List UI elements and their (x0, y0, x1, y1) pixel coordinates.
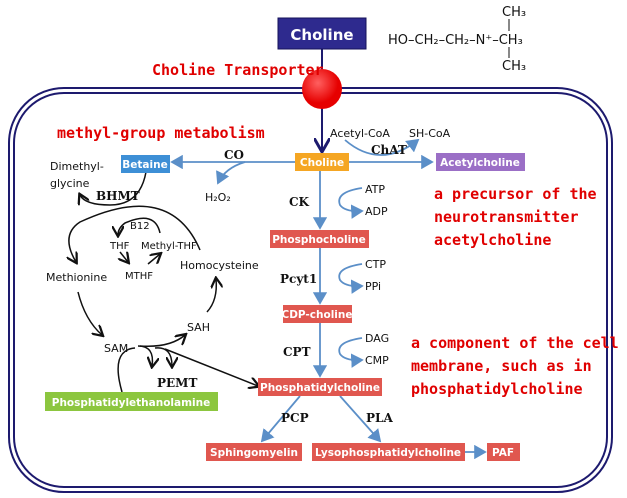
phosphatidylethanolamine-label: Phosphatidylethanolamine (52, 397, 211, 409)
phosphatidylcholine-box (258, 378, 382, 396)
dag: DAG (365, 332, 389, 345)
paf-box (487, 443, 520, 461)
phosphatidylcholine-label: Phosphatidylcholine (260, 382, 380, 394)
enzyme-pcyt1: Pcyt1 (280, 272, 317, 286)
methyl-group-title: methyl-group metabolism (57, 124, 265, 142)
methionine: Methionine (46, 271, 107, 284)
cdp-choline-box (283, 305, 352, 323)
ach-annotation-line1: a precursor of the (434, 185, 597, 203)
sh-coa: SH-CoA (409, 127, 451, 140)
sam: SAM (104, 342, 128, 355)
acetylcholine-box (436, 153, 525, 171)
acetylcholine-label: Acetylcholine (440, 157, 520, 169)
acetyl-coa: Acetyl-CoA (330, 127, 390, 140)
b12: B12 (130, 221, 150, 232)
choline-box-label: Choline (300, 157, 344, 169)
ctp: CTP (365, 258, 386, 271)
cmp: CMP (365, 354, 389, 367)
thf: THF (109, 241, 130, 252)
ach-annotation-line3: acetylcholine (434, 231, 551, 249)
lysophosphatidylcholine-label: Lysophosphatidylcholine (315, 447, 461, 459)
betaine-box (121, 155, 170, 173)
betaine-label: Betaine (122, 159, 167, 171)
phosphatidylethanolamine-box (45, 392, 218, 411)
paf-label: PAF (492, 447, 514, 459)
ach-annotation-line2: neurotransmitter (434, 208, 579, 226)
adp: ADP (365, 205, 388, 218)
enzyme-cpt: CPT (283, 345, 311, 359)
ppi: PPi (365, 280, 381, 293)
choline-external-label: Choline (290, 26, 353, 44)
dimethylglycine-line1: Dimethyl- (50, 160, 104, 173)
choline-formula: HO–CH₂–CH₂–N⁺–CH₃ (388, 33, 523, 48)
h2o2: H₂O₂ (205, 191, 231, 204)
enzyme-bhmt: BHMT (96, 189, 140, 203)
cell-membrane (8, 87, 613, 493)
enzyme-ck: CK (289, 195, 310, 209)
sphingomyelin-label: Sphingomyelin (210, 447, 298, 459)
phosphocholine-box (270, 230, 369, 248)
choline-external-box (277, 17, 367, 50)
enzyme-pla: PLA (366, 411, 393, 425)
pc-annotation-line3: phosphatidylcholine (411, 380, 583, 398)
choline-box (295, 153, 349, 171)
transporter-label: Choline Transporter (152, 61, 324, 79)
mthf: MTHF (125, 271, 153, 282)
formula-ch3-bottom: CH₃ (502, 59, 526, 74)
enzyme-chat: ChAT (371, 143, 407, 157)
atp: ATP (365, 183, 385, 196)
pc-annotation-line1: a component of the cell (411, 334, 619, 352)
enzyme-pcp: PCP (281, 411, 309, 425)
methyl-thf: Methyl-THF (141, 241, 197, 252)
dimethylglycine-line2: glycine (50, 177, 90, 190)
lysophosphatidylcholine-box (312, 443, 465, 461)
phosphocholine-label: Phosphocholine (272, 234, 366, 246)
formula-ch3-top: CH₃ (502, 5, 526, 20)
sah: SAH (187, 321, 210, 334)
pc-annotation-line2: membrane, such as in (411, 357, 592, 375)
enzyme-co: CO (224, 148, 244, 162)
choline-transporter (302, 69, 342, 109)
cdp-choline-label: CDP-choline (282, 309, 353, 321)
homocysteine: Homocysteine (180, 259, 259, 272)
enzyme-pemt: PEMT (157, 376, 197, 390)
sphingomyelin-box (206, 443, 302, 461)
